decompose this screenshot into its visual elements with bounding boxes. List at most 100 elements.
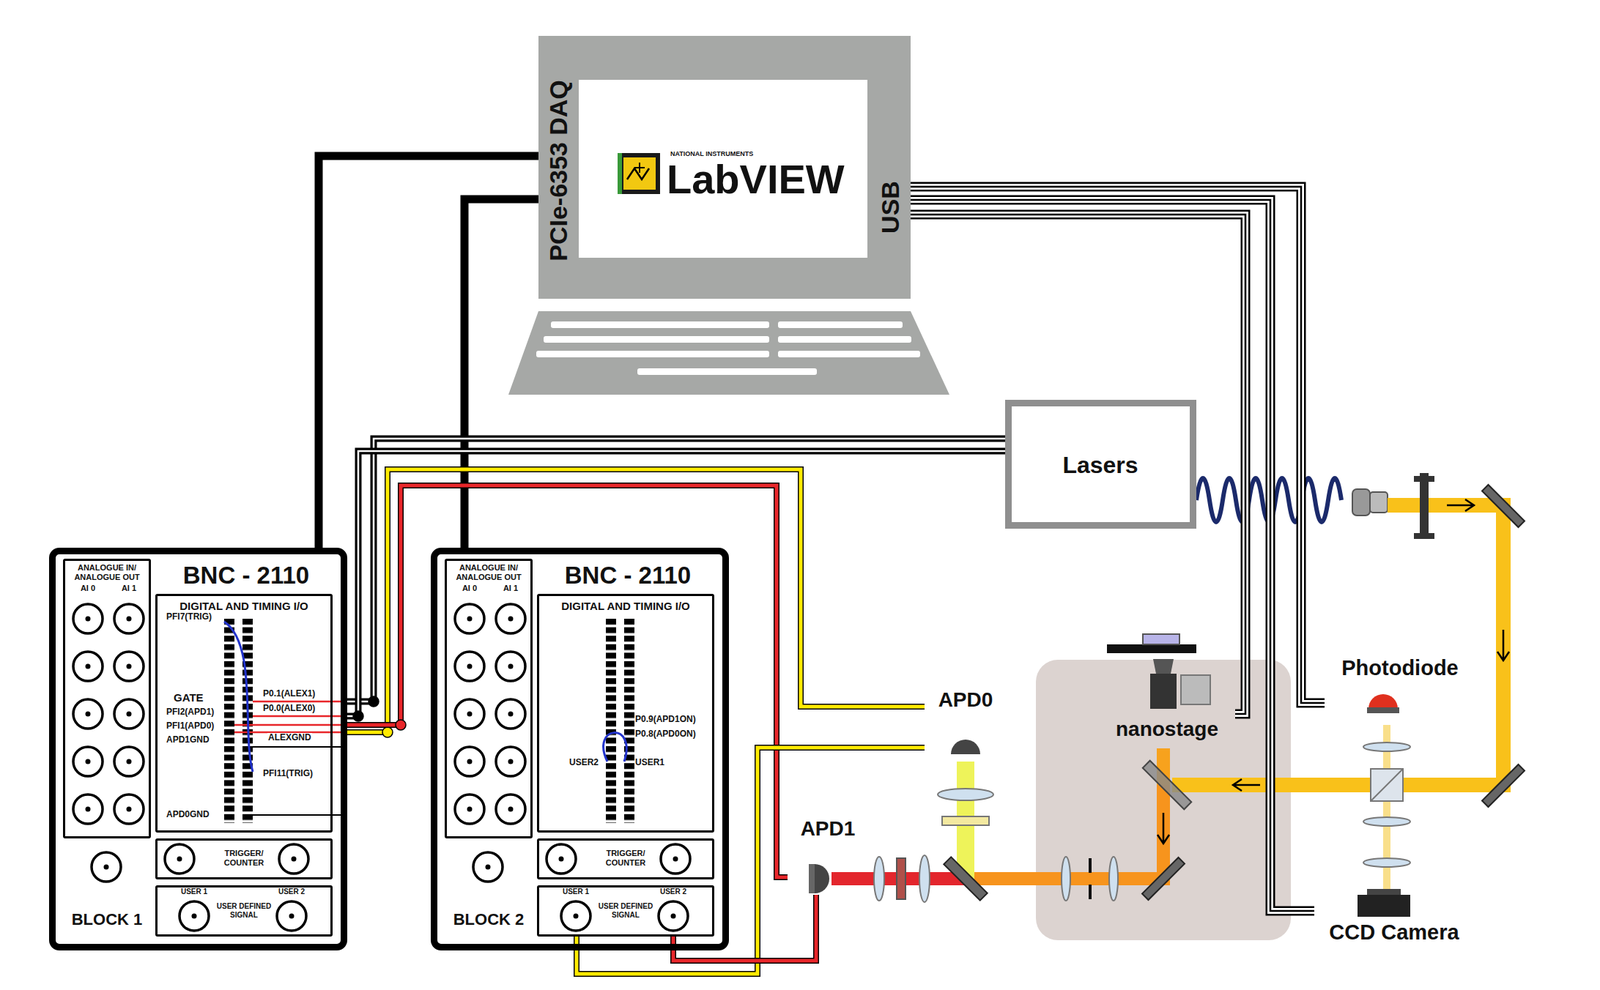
pin-label: ALEXGND [267,733,313,744]
monitor-screen [578,79,868,258]
node-text: BLOCK 2 [453,910,525,929]
node-text: BLOCK 1 [71,910,143,929]
cable [464,199,539,548]
photodiode: Photodiode [1324,656,1476,721]
node-text: ANALOGUE IN/ ANALOGUE OUT [450,563,527,582]
dichroic-mirror [1142,761,1192,810]
dichroic-mirror [943,857,987,901]
pin-label: P0.0(ALEX0) [262,704,316,715]
cable-stroke [318,156,539,548]
node-text: ANALOGUE IN/ ANALOGUE OUT [68,563,146,582]
node-text: LabVIEW [666,156,845,203]
junction-dot [368,696,379,707]
node-text: USER DEFINED SIGNAL [592,902,659,920]
apd1-icon [814,864,830,894]
trigger-panel: TRIGGER/ COUNTER [155,838,333,880]
node-text: USER 1 [562,887,590,897]
mirror [1142,857,1185,901]
node-text: BNC - 2110 [183,561,310,590]
block2-hardware [454,604,691,932]
nanostage: nanostage [1098,630,1236,744]
cable-stroke [464,199,539,548]
labview-logo [617,153,661,195]
signal-wires [234,701,348,733]
nanostage-icon [1106,644,1197,654]
ccd-camera: CCD Camera [1314,887,1474,950]
junction-dot [353,711,364,722]
cable [318,156,539,548]
pin-label: P0.8(APD0ON) [634,729,697,740]
pin-label: P0.1(ALEX1) [262,689,316,700]
analogue-panel: ANALOGUE IN/ ANALOGUE OUTAI 0 AI 1 [63,558,151,839]
jumper-wire [603,733,628,762]
labview-screen: NATIONAL INSTRUMENTSLabVIEW [578,79,868,258]
bnc-block: BNC - 2110BLOCK 2 ANALOGUE IN/ ANALOGUE O… [430,547,729,951]
node-text: USB [876,180,905,234]
node-text: Photodiode [1341,656,1458,681]
node-text: AI 1 [503,583,518,594]
cable [910,200,1315,912]
digital-io-panel: DIGITAL AND TIMING I/O [536,594,715,833]
monitor-frame [538,35,911,299]
cable [910,186,1325,704]
node-text: USER 1 [180,887,208,897]
pin-header [605,619,635,824]
node-text: AI 1 [121,583,137,594]
pinhole [1088,858,1092,874]
cable-stroke [673,895,817,962]
cable-stroke [347,485,788,878]
cable-stroke [910,186,1325,704]
node-text: AI 0 [462,583,477,594]
node-text: DIGITAL AND TIMING I/O [179,600,309,613]
cable [347,485,788,878]
cable [910,214,1246,715]
apd-detector: APD1 [787,814,869,896]
cable [576,747,925,975]
node-text: USER DEFINED SIGNAL [210,902,277,920]
analogue-panel: ANALOGUE IN/ ANALOGUE OUTAI 0 AI 1 [444,558,533,839]
keyboard-keys [536,321,921,376]
junction-dot [382,727,393,738]
node-text: BNC - 2110 [564,561,691,590]
node-text: PCIe-6353 DAQ [544,79,573,262]
cable-stroke [576,747,925,975]
beam-arrows [1157,499,1510,844]
cable-stroke [910,186,1325,704]
node-text: APD1 [800,817,856,842]
bnc-block: BNC - 2110BLOCK 1 ANALOGUE IN/ ANALOGUE O… [49,547,348,951]
jumper-wire [224,621,253,773]
keyboard [508,311,950,395]
mirror [1482,764,1525,808]
cable [673,895,817,962]
computer-monitor: PCIe-6353 DAQ USB NATIONAL INSTRUMENTSLabV… [538,35,911,299]
excitation-beam [1172,505,1504,786]
objective [1150,673,1177,710]
user-signal-panel: USER 1USER DEFINED SIGNALUSER 2 [155,885,333,937]
pin-label: PFI7(TRIG) [165,612,213,623]
node-text: DIGITAL AND TIMING I/O [561,600,691,613]
beamsplitter-cube [1370,769,1403,802]
pin-label: APD1GND [165,735,211,746]
node-text: TRIGGER/ COUNTER [213,849,275,868]
ground-wires [252,747,348,816]
shutter [1419,473,1429,540]
junction-dot [395,720,406,731]
pin-label: PFI11(TRIG) [262,769,314,780]
node-text: AI 0 [80,583,96,594]
node-text: APD0 [938,688,994,713]
mirror [1482,484,1525,528]
laser-box: Lasers [1005,400,1197,529]
pin-label: APD0GND [165,810,211,821]
node-text: TRIGGER/ COUNTER [594,849,657,868]
pin-label: USER1 [634,758,666,769]
apd-detector: APD0 [924,687,1007,757]
cable-stroke [910,214,1246,715]
node-text: CCD Camera [1328,920,1459,946]
cable-stroke [910,214,1246,715]
cable-stroke [347,485,788,878]
node-text: Lasers [1062,452,1138,480]
cable-stroke [910,200,1315,912]
pin-label: PFI2(APD1) [165,707,215,718]
